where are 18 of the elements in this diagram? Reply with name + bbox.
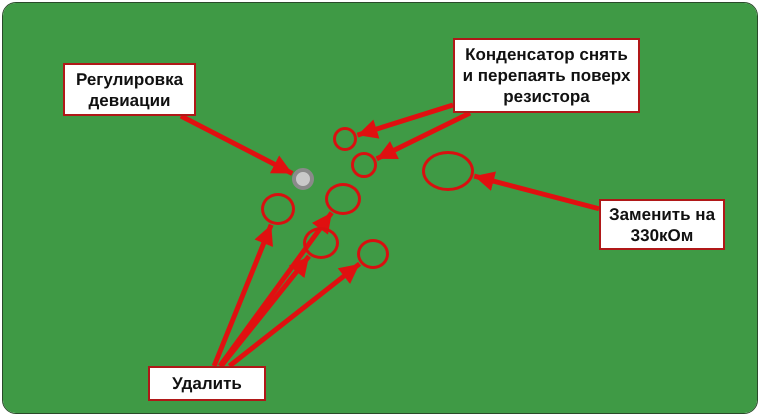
leader-arrow <box>218 211 334 368</box>
highlight-circle <box>333 127 357 151</box>
highlight-circle <box>303 227 339 259</box>
highlight-circle <box>351 152 377 178</box>
leader-arrow <box>212 224 274 367</box>
highlight-circle <box>325 183 361 215</box>
callout-label: Конденсатор снять и перепаять поверх резистора <box>453 38 640 113</box>
callout-label: Удалить <box>148 366 266 401</box>
callout-label: Регулировка девиации <box>63 63 196 116</box>
highlight-circle <box>261 193 295 225</box>
highlight-circle <box>357 239 389 269</box>
leader-arrow <box>180 114 294 176</box>
leader-arrow <box>474 171 600 212</box>
highlight-circle <box>422 151 474 191</box>
callout-label: Заменить на 330кОм <box>599 199 725 250</box>
leader-arrow <box>228 262 362 368</box>
leader-arrow <box>375 110 472 162</box>
leader-arrow <box>356 102 454 139</box>
